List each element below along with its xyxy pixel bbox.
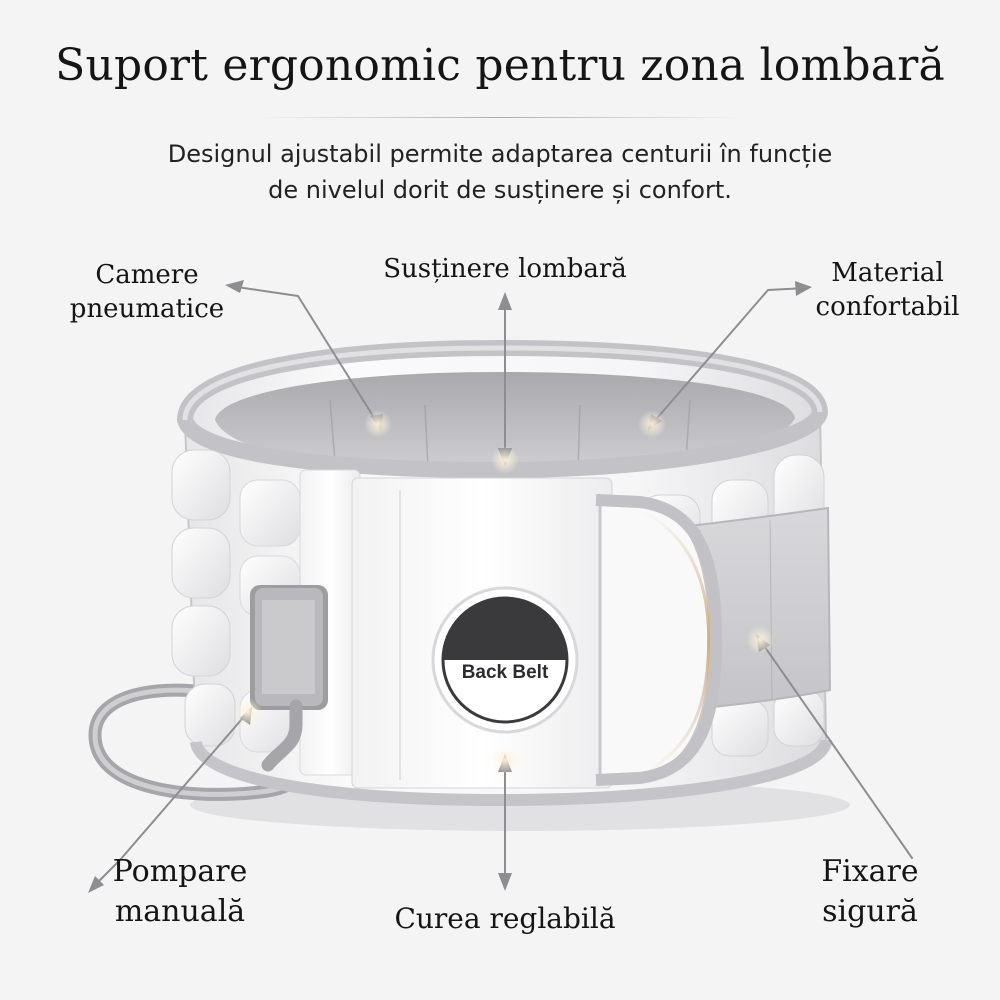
label-camere-line-1: Camere (95, 260, 199, 290)
highlight-glow (639, 508, 711, 777)
label-pompare-manuala: Pompare manuală (95, 852, 265, 932)
page-title: Suport ergonomic pentru zona lombară (55, 40, 945, 91)
back-belt-badge (431, 586, 579, 734)
subtitle-line-2: de nivelul dorit de susținere și confort… (268, 176, 732, 204)
label-camere-line-2: pneumatice (69, 294, 225, 324)
annotation-arrows (91, 285, 913, 889)
title-divider (255, 117, 745, 118)
label-material-confortabil: Material confortabil (800, 256, 975, 324)
arrow-fixare (759, 639, 913, 859)
label-fixare-sigura: Fixare sigură (790, 852, 950, 932)
label-sustinere-lombara: Susținere lombară (383, 254, 627, 284)
arrow-material (651, 287, 807, 425)
label-fixare-line-2: sigură (822, 894, 918, 929)
lining-stitching (329, 399, 691, 471)
label-camere-pneumatice: Camere pneumatice (62, 258, 232, 326)
manual-pump (250, 585, 328, 772)
badge-label: Back Belt (461, 662, 549, 683)
arrow-camere (229, 285, 379, 425)
arrow-glows (234, 410, 774, 774)
label-fixare-line-1: Fixare (821, 854, 919, 889)
label-pompare-line-2: manuală (114, 894, 246, 929)
label-material-line-1: Material (831, 258, 944, 288)
label-material-line-2: confortabil (815, 292, 960, 322)
label-curea-reglabila: Curea reglabilă (394, 902, 616, 935)
subtitle-line-1: Designul ajustabil permite adaptarea cen… (167, 140, 833, 168)
label-pompare-line-1: Pompare (112, 854, 248, 889)
arrow-pompare (91, 711, 249, 889)
subtitle: Designul ajustabil permite adaptarea cen… (0, 136, 1000, 208)
